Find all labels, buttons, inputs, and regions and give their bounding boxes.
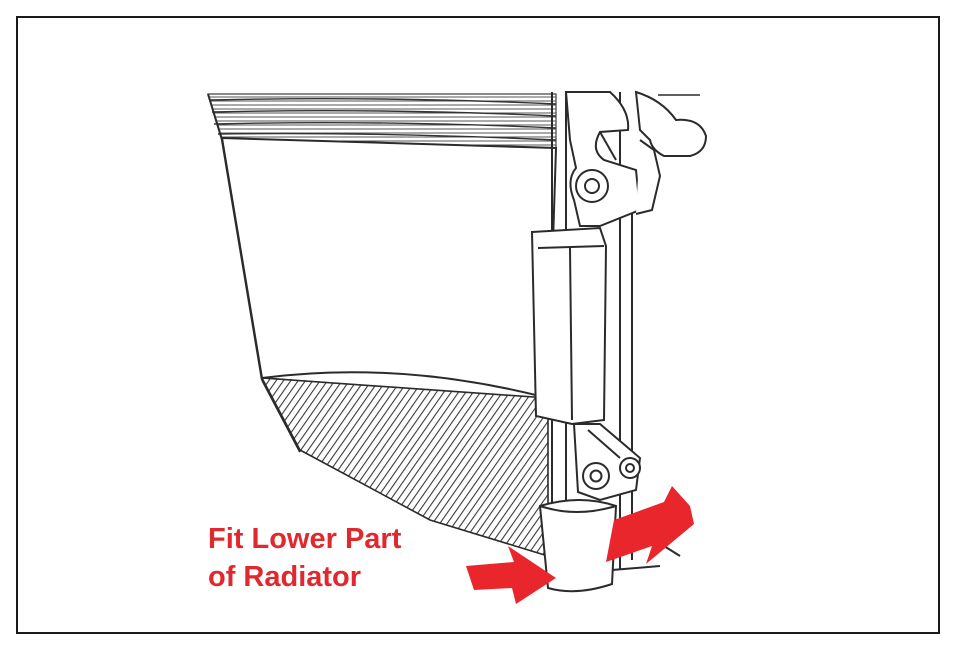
callout-line-2: of Radiator <box>208 561 362 593</box>
radiator-core <box>220 136 558 402</box>
radiator-left-edge <box>207 93 301 453</box>
arrow-right-icon <box>606 486 694 564</box>
rubber-mount-block <box>530 226 608 426</box>
upper-mount-bracket <box>564 90 708 227</box>
callout-line-1: Fit Lower Part <box>208 523 402 555</box>
callout-label: Fit Lower Part of Radiator <box>208 520 401 596</box>
red-arrow-icon <box>466 486 694 604</box>
radiator-top-fins <box>207 93 557 149</box>
lower-mount-bracket <box>572 423 642 502</box>
arrow-left-icon <box>466 546 556 604</box>
